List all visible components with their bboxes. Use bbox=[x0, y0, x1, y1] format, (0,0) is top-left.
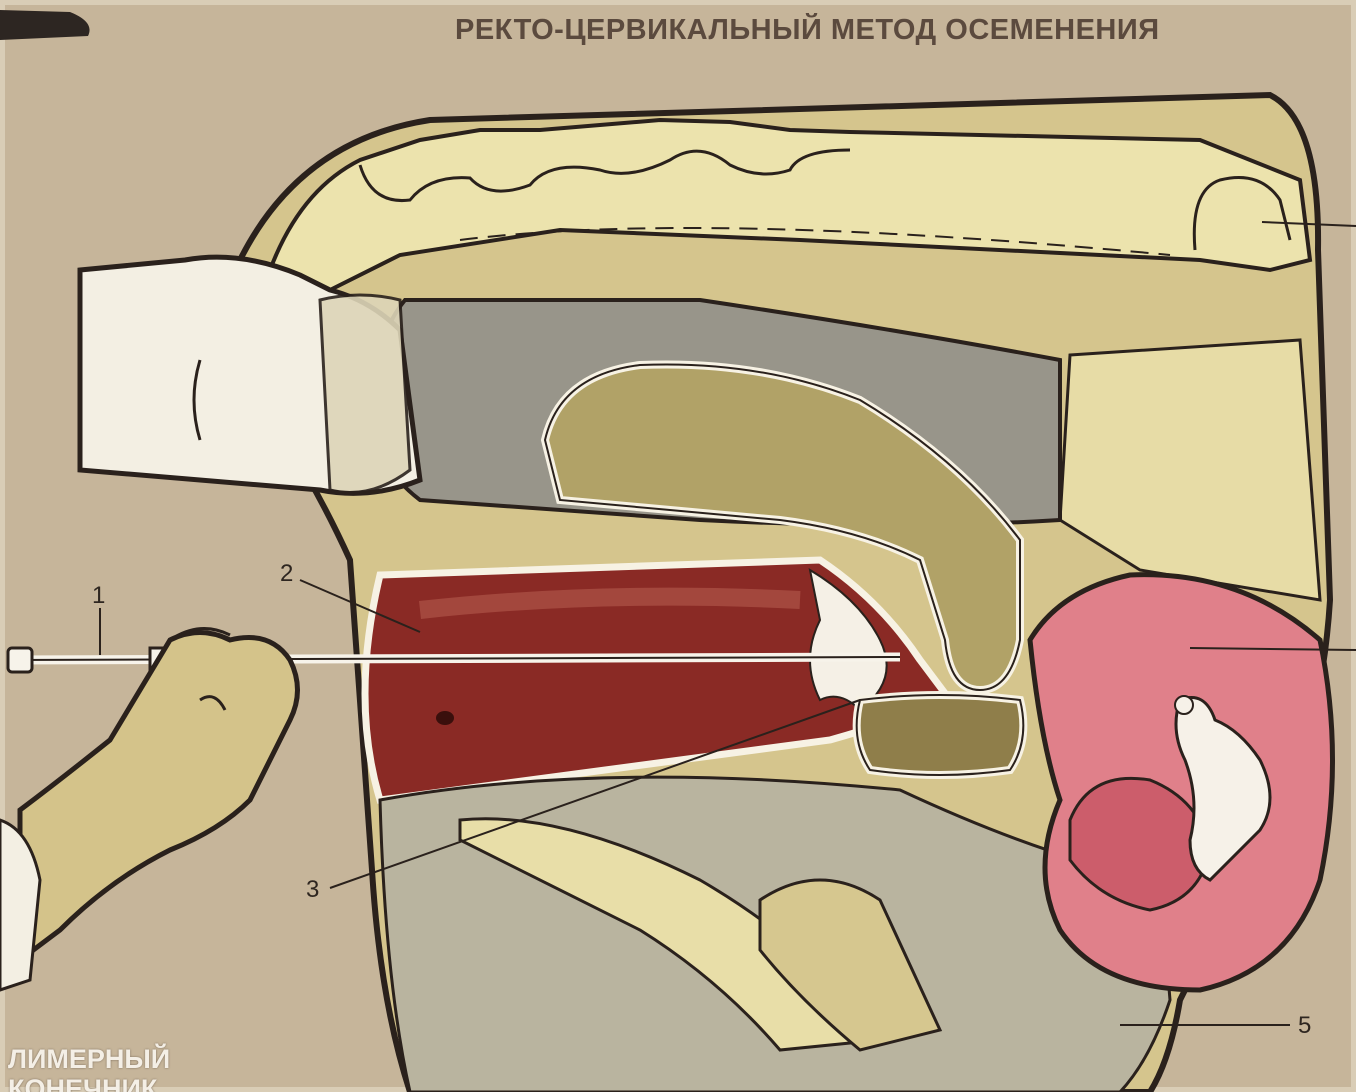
glove-rim bbox=[320, 295, 410, 493]
corner-caption-line-1: ЛИМЕРНЫЙ bbox=[8, 1044, 170, 1074]
corner-caption: ЛИМЕРНЫЙ КОНЕЧНИК bbox=[8, 1044, 170, 1092]
uterus bbox=[1030, 575, 1333, 990]
ovary bbox=[1175, 696, 1193, 714]
vagina-spot bbox=[436, 711, 454, 725]
cervix-section bbox=[857, 695, 1024, 775]
callout-3: 3 bbox=[306, 876, 319, 904]
callout-2: 2 bbox=[280, 560, 293, 588]
corner-caption-line-2: КОНЕЧНИК bbox=[8, 1074, 170, 1092]
diagram-title: РЕКТО-ЦЕРВИКАЛЬНЫЙ МЕТОД ОСЕМЕНЕНИЯ bbox=[455, 14, 1185, 47]
callout-1: 1 bbox=[92, 582, 105, 610]
callout-5: 5 bbox=[1298, 1012, 1311, 1040]
pipette-end-cap bbox=[8, 648, 32, 672]
